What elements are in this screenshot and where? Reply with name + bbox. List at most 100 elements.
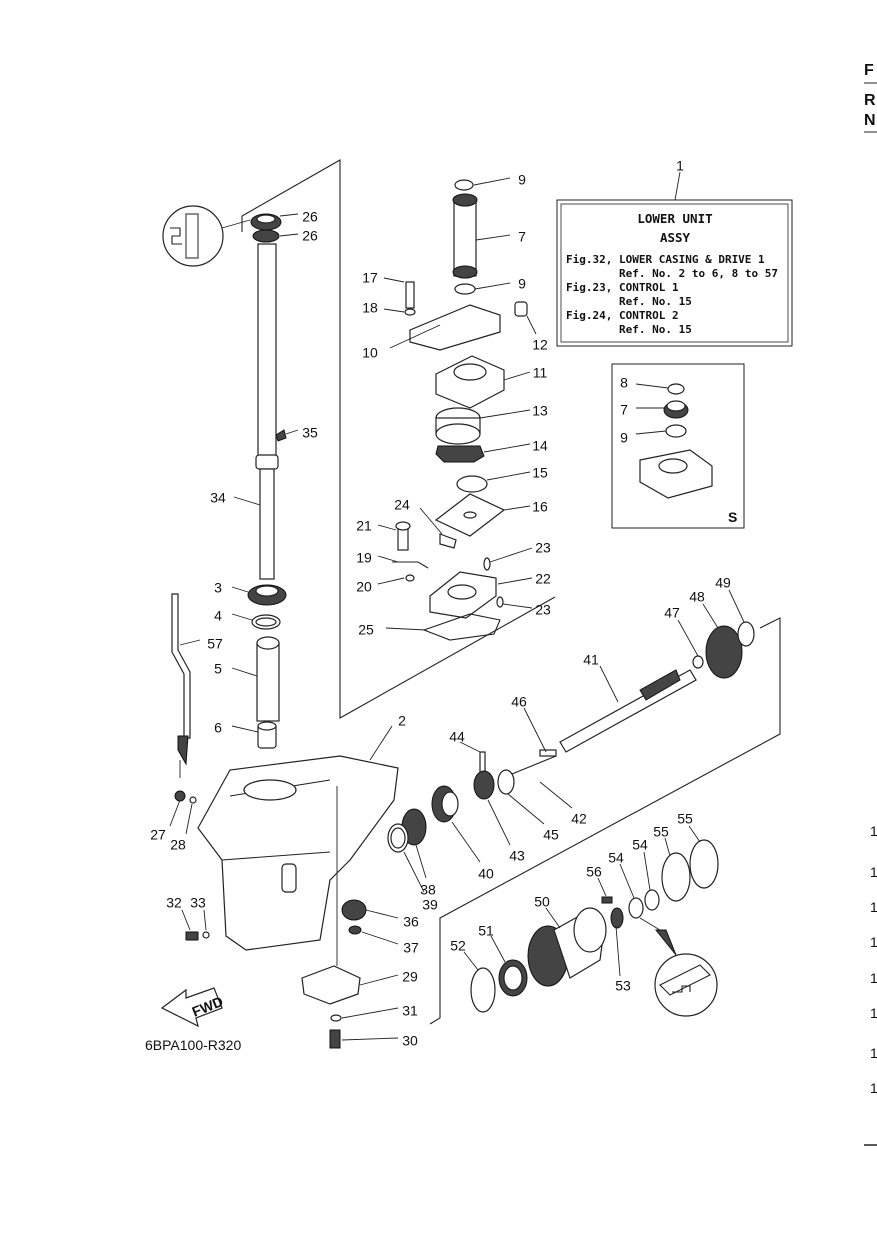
ref-box-subtitle: ASSY [660, 230, 691, 245]
edge-digit: 1 [870, 970, 877, 986]
callout-38: 38 [420, 882, 436, 898]
edge-digit: 1 [870, 1080, 877, 1096]
callout-49: 49 [715, 575, 731, 591]
callout-28: 28 [170, 837, 186, 853]
callout-52: 52 [450, 938, 466, 954]
callout-9: 9 [620, 430, 628, 446]
ref-box-line: Ref. No. 2 to 6, 8 to 57 [619, 267, 778, 280]
callout-6: 6 [214, 720, 222, 736]
ref-box-line: Fig.32, LOWER CASING & DRIVE 1 [566, 253, 765, 266]
callout-44: 44 [449, 729, 465, 745]
fwd-arrow: FWD [160, 987, 225, 1028]
ref-box-line: Fig.24, CONTROL 2 [566, 309, 679, 322]
diagram-code: 6BPA100-R320 [145, 1037, 241, 1053]
edge-digit: 1 [870, 899, 877, 915]
ref-box-title: LOWER UNIT [637, 211, 712, 226]
ref-box-line: Fig.23, CONTROL 1 [566, 281, 679, 294]
callout-45: 45 [543, 827, 559, 843]
callout-37: 37 [403, 940, 419, 956]
callout-40: 40 [478, 866, 494, 882]
edge-digit: 1 [870, 864, 877, 880]
callout-23: 23 [535, 602, 551, 618]
callout-25: 25 [358, 622, 374, 638]
callout-14: 14 [532, 438, 548, 454]
callout-18: 18 [362, 300, 378, 316]
callout-11: 11 [533, 365, 548, 381]
casing-fasteners [174, 790, 210, 941]
callout-30: 30 [402, 1033, 418, 1049]
inset-tag: S [728, 509, 737, 525]
callout-19: 19 [356, 550, 372, 566]
callout-34: 34 [210, 490, 226, 506]
callout-22: 22 [535, 571, 551, 587]
callout-41: 41 [583, 652, 599, 668]
edge-digit: 1 [870, 934, 877, 950]
callout-13: 13 [532, 403, 548, 419]
assembly-outline-upper [241, 159, 556, 719]
edge-digit: 1 [870, 1005, 877, 1021]
edge-mark-r: R [864, 92, 876, 109]
callout-7: 7 [620, 402, 628, 418]
callout-46: 46 [511, 694, 527, 710]
callout-3: 3 [214, 580, 222, 596]
callout-54: 54 [632, 837, 648, 853]
callout-15: 15 [532, 465, 548, 481]
callout-23: 23 [535, 540, 551, 556]
callout-51: 51 [478, 923, 494, 939]
callout-48: 48 [689, 589, 705, 605]
edge-digit: 1 [870, 823, 877, 839]
callout-26: 26 [302, 209, 318, 225]
shift-rod [171, 593, 191, 778]
callout-53: 53 [615, 978, 631, 994]
callout-24: 24 [394, 497, 410, 513]
callout-31: 31 [402, 1003, 418, 1019]
callout-27: 27 [150, 827, 166, 843]
detail-circle-lower [639, 917, 718, 1017]
inset-box: S [611, 363, 745, 529]
edge-mark-f: F [864, 62, 874, 79]
callout-42: 42 [571, 811, 587, 827]
reference-box: LOWER UNIT ASSY Fig.32, LOWER CASING & D… [556, 171, 793, 347]
callout-54: 54 [608, 850, 624, 866]
page-edge-marks: F R N 1 1 1 1 1 1 1 1 [864, 62, 877, 1146]
propeller-shaft-housing [470, 839, 719, 1013]
propeller-shaft-parts [341, 621, 755, 935]
callout-21: 21 [356, 518, 372, 534]
ref-box-line: Ref. No. 15 [619, 323, 692, 336]
callout-57: 57 [207, 636, 223, 652]
bottom-fasteners [329, 1014, 342, 1049]
drive-shaft-lower-parts [247, 584, 287, 749]
callout-56: 56 [586, 864, 602, 880]
leader-lines [169, 177, 745, 1041]
callout-26: 26 [302, 228, 318, 244]
callout-47: 47 [664, 605, 680, 621]
callout-55: 55 [677, 811, 693, 827]
callout-32: 32 [166, 895, 182, 911]
detail-circle-upper [162, 205, 251, 267]
callout-labels: 1234567991011121314151617181920212223232… [150, 158, 731, 1049]
callout-9: 9 [518, 276, 526, 292]
edge-digit: 1 [870, 1045, 877, 1061]
callout-39: 39 [422, 897, 438, 913]
drive-shaft [250, 213, 287, 580]
callout-4: 4 [214, 608, 222, 624]
callout-1: 1 [676, 158, 684, 174]
callout-43: 43 [509, 848, 525, 864]
callout-16: 16 [532, 499, 548, 515]
callout-29: 29 [402, 969, 418, 985]
assembly-outline-lower [429, 617, 781, 1025]
callout-5: 5 [214, 661, 222, 677]
callout-8: 8 [620, 375, 628, 391]
edge-mark-n: N [864, 112, 876, 129]
callout-12: 12 [532, 337, 548, 353]
callout-10: 10 [362, 345, 378, 361]
callout-33: 33 [190, 895, 206, 911]
callout-17: 17 [362, 270, 378, 286]
water-pump-parts [392, 179, 528, 641]
callout-55: 55 [653, 824, 669, 840]
callout-50: 50 [534, 894, 550, 910]
lower-casing [197, 755, 399, 1005]
callout-9: 9 [518, 172, 526, 188]
callout-20: 20 [356, 579, 372, 595]
